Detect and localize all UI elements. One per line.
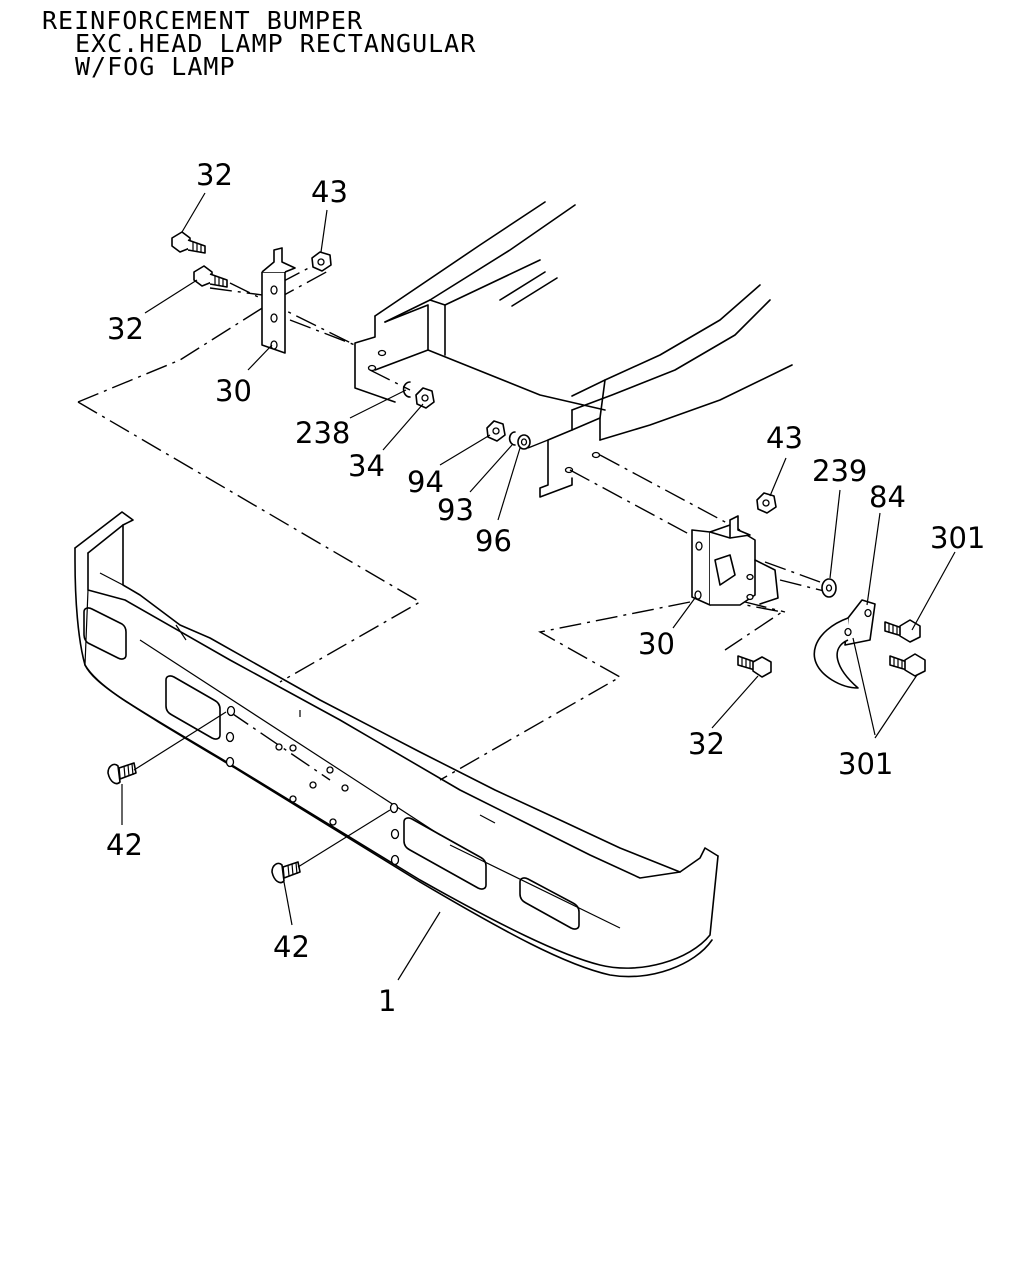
assembly-lines: [77, 261, 829, 781]
title-line-3: W/FOG LAMP: [75, 52, 236, 81]
callout-32-top: 32: [196, 158, 233, 192]
bolt-42-left: [107, 762, 137, 785]
bracket-30-right: [691, 515, 779, 606]
callout-301-top: 301: [930, 521, 985, 555]
callout-30-right: 30: [638, 627, 675, 661]
nut-34: [415, 387, 435, 409]
callout-96: 96: [475, 524, 512, 558]
callout-238: 238: [295, 416, 350, 450]
callout-93: 93: [437, 493, 474, 527]
title-line-1: REINFORCEMENT BUMPER: [42, 6, 364, 35]
washer-238: [402, 381, 411, 398]
callout-numbers: 32 43 32 30 238 34 94 93 96 43 239 84 30…: [106, 158, 985, 1018]
callout-1: 1: [378, 984, 396, 1018]
callout-42-left: 42: [106, 828, 143, 862]
callout-43-top: 43: [311, 175, 348, 209]
callout-30-left: 30: [215, 374, 252, 408]
callout-301-bottom: 301: [838, 747, 893, 781]
bolt-32-bottom: [737, 655, 772, 678]
lock-washer-93: [508, 431, 516, 446]
chassis-frame: [354, 201, 793, 498]
bolt-32-left: [193, 265, 228, 288]
nut-43-top: [311, 251, 332, 272]
callout-43-right: 43: [766, 421, 803, 455]
callout-84: 84: [869, 480, 906, 514]
bolt-301-top: [884, 619, 921, 643]
washer-96: [517, 434, 531, 450]
callout-32-left: 32: [107, 312, 144, 346]
callout-239: 239: [812, 454, 867, 488]
bolt-32-top: [171, 231, 206, 254]
bracket-30-left: [261, 247, 296, 354]
callout-32-bottom: 32: [688, 727, 725, 761]
leader-lines: [121, 192, 956, 981]
washer-239: [821, 578, 837, 598]
nut-94: [486, 420, 506, 442]
callout-34: 34: [348, 449, 385, 483]
bumper-1: [74, 511, 719, 978]
nut-43-right: [756, 492, 777, 514]
bolt-42-bottom: [271, 861, 301, 884]
tow-hook-84: [813, 599, 876, 689]
callout-42-bottom: 42: [273, 930, 310, 964]
callout-94: 94: [407, 465, 444, 499]
bolt-301-bottom: [889, 653, 926, 677]
title-line-2: EXC.HEAD LAMP RECTANGULAR: [75, 29, 477, 58]
